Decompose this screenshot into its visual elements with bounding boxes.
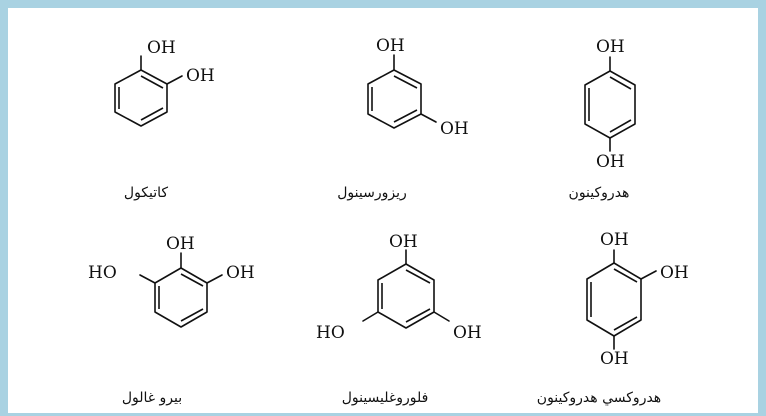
benzene-ring	[367, 69, 422, 129]
substituent-label: OH	[453, 323, 482, 343]
structure-pyrogallol: HO OH OH	[88, 234, 255, 328]
substituent-label: OH	[596, 152, 625, 172]
compound-name-catechol: كاتيكول	[124, 185, 169, 201]
structure-phloroglucinol: OH HO OH	[316, 232, 482, 343]
substituent-label: OH	[186, 66, 215, 86]
structure-catechol: OH OH	[114, 38, 215, 127]
aromatic-bonds	[381, 269, 431, 323]
substituent-bond	[139, 274, 156, 284]
substituent-label: OH	[376, 36, 405, 56]
substituent-label: OH	[147, 38, 176, 58]
substituent-label: HO	[88, 263, 117, 283]
substituent-bond	[362, 311, 379, 322]
aromatic-bonds	[158, 273, 204, 322]
compound-name-phloroglucinol: فلوروغليسينول	[342, 390, 429, 406]
aromatic-bonds	[590, 268, 638, 331]
benzene-ring	[114, 69, 168, 127]
compound-name-hydroquinone: هدروكينون	[569, 185, 630, 201]
substituent-label: OH	[600, 230, 629, 250]
substituent-bond	[206, 274, 223, 284]
compound-name-resorcinol: ريزورسينول	[337, 185, 407, 201]
benzene-ring	[584, 70, 636, 139]
substituent-label: OH	[389, 232, 418, 252]
substituent-bond	[433, 311, 450, 322]
substituent-bond	[420, 113, 437, 123]
substituent-label: HO	[316, 323, 345, 343]
substituent-label: OH	[166, 234, 195, 254]
aromatic-bonds	[588, 76, 632, 133]
aromatic-bonds	[371, 75, 418, 123]
structure-hydroxyhydroquinone: OH OH OH	[586, 230, 689, 369]
structure-resorcinol: OH OH	[367, 36, 469, 139]
substituent-bond	[640, 270, 657, 280]
compound-name-hydroxyhydroquinone: هدروكسي هدروكينون	[537, 390, 661, 406]
structure-hydroquinone: OH OH	[584, 37, 636, 172]
substituent-label: OH	[440, 119, 469, 139]
substituent-label: OH	[226, 263, 255, 283]
benzene-ring	[377, 263, 435, 329]
substituent-label: OH	[600, 349, 629, 369]
substituent-label: OH	[596, 37, 625, 57]
substituent-label: OH	[660, 263, 689, 283]
benzene-ring	[586, 262, 642, 337]
compound-name-pyrogallol: بيرو غالول	[122, 390, 182, 406]
aromatic-bonds	[118, 75, 164, 121]
substituent-bond	[166, 75, 183, 85]
benzene-ring	[154, 267, 208, 328]
